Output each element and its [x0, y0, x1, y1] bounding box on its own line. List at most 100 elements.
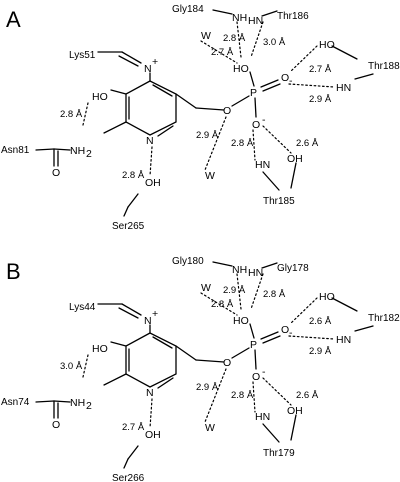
atom-oh: OH	[287, 153, 303, 165]
imine-double-bond	[118, 307, 139, 319]
atom-nh2-sub: 2	[86, 148, 92, 160]
hbond-w-bottom	[204, 368, 227, 423]
hbond-hn-right	[288, 335, 335, 340]
thr-right-chain	[354, 325, 374, 332]
gly-chain	[212, 261, 233, 267]
thr-right-chain	[354, 73, 374, 80]
panel-b: B	[1, 256, 400, 482]
phosphate-linker	[175, 345, 197, 361]
thr-bottom-chain	[262, 423, 280, 443]
charge-minus: -	[289, 327, 293, 339]
asn-chain	[35, 148, 55, 151]
distance-asn: 3.0 Å	[60, 361, 83, 372]
ring-double-bond	[157, 125, 174, 137]
phosphate-linker	[195, 359, 225, 363]
hbond-w-top	[200, 40, 238, 64]
distance-thr-bottom-oh: 2.6 Å	[296, 138, 319, 149]
atom-o: O	[223, 105, 231, 117]
hbond-ser	[149, 146, 153, 177]
asn-chain	[35, 400, 55, 403]
residue-lys: Lys44	[69, 302, 96, 313]
distance-nh-top: 2.8 Å	[223, 33, 246, 44]
atom-hn: HN	[248, 267, 263, 279]
atom-o: O	[52, 419, 60, 431]
distance-hn-right: 2.9 Å	[309, 346, 332, 357]
hbond-thr185-hn	[252, 381, 256, 413]
hydroxyl-bond	[110, 341, 127, 347]
atom-n-plus: N	[144, 63, 152, 75]
phosphate-double-bond	[260, 79, 279, 88]
atom-ho: HO	[233, 315, 249, 327]
atom-hn: HN	[336, 334, 351, 346]
phosphate-double-bond	[262, 335, 281, 344]
distance-thr-top: 2.8 Å	[263, 289, 286, 300]
atom-hn: HN	[255, 411, 270, 423]
distance-ser: 2.7 Å	[122, 422, 145, 433]
distance-ho-right: 2.6 Å	[309, 316, 332, 327]
phosphate-bond	[254, 97, 257, 118]
residue-lys: Lys51	[69, 50, 96, 61]
phosphate-linker	[231, 95, 250, 107]
hbond-asn	[82, 102, 89, 126]
atom-ho: HO	[92, 91, 108, 103]
distance-hn-right: 2.9 Å	[309, 94, 332, 105]
atom-ho: HO	[319, 291, 335, 303]
residue-thr-right: Thr182	[368, 313, 400, 324]
atom-o: O	[223, 357, 231, 369]
residue-gly: Gly180	[172, 256, 204, 267]
ser-chain	[123, 458, 129, 469]
charge-plus: +	[152, 56, 158, 68]
distance-w-top: 2.8 Å	[211, 299, 234, 310]
hbond-ser	[149, 398, 153, 429]
ring-double-bond	[152, 84, 173, 97]
atom-oh: OH	[145, 429, 161, 441]
thr-top-chain	[261, 10, 278, 17]
hbond-thr-top	[250, 21, 264, 58]
distance-asn: 2.8 Å	[60, 109, 83, 120]
atom-o: O	[281, 324, 289, 336]
residue-thr-top: Gly178	[277, 263, 309, 274]
thr-top-chain	[261, 262, 278, 269]
distance-thr-top: 3.0 Å	[263, 37, 286, 48]
ser-chain	[127, 193, 139, 208]
atom-p: P	[250, 87, 257, 99]
hbond-thr185-oh	[262, 125, 292, 154]
ser-chain	[127, 445, 139, 460]
atom-n: N	[146, 135, 154, 147]
residue-thr-bottom: Thr185	[263, 196, 295, 207]
charge-minus: -	[262, 114, 266, 126]
ring-double-bond	[157, 377, 174, 389]
pyridine-ring	[125, 332, 177, 388]
atom-hn: HN	[248, 15, 263, 27]
atom-nh: NH	[232, 12, 247, 24]
distance-nh-top: 2.9 Å	[223, 285, 246, 296]
phosphate-bond	[249, 323, 255, 339]
gly-chain	[212, 9, 233, 15]
hbond-w-top	[200, 292, 238, 316]
ring-double-bond	[152, 336, 173, 349]
distance-ho-right: 2.7 Å	[309, 64, 332, 75]
atom-p: P	[250, 339, 257, 351]
hbond-thr-top	[250, 273, 264, 310]
atom-ho: HO	[233, 63, 249, 75]
atom-nh2-sub: 2	[86, 400, 92, 412]
atom-o: O	[281, 72, 289, 84]
distance-w-bottom: 2.9 Å	[196, 130, 219, 141]
atom-o: O	[252, 119, 260, 131]
methyl-bond	[103, 373, 127, 386]
residue-asn: Asn74	[1, 397, 30, 408]
pyridine-ring	[125, 80, 177, 136]
phosphate-linker	[175, 93, 197, 109]
imine-double-bond	[118, 55, 139, 67]
phosphate-linker	[231, 347, 250, 359]
residue-thr-bottom: Thr179	[263, 448, 295, 459]
hbond-nh-top	[236, 273, 242, 310]
residue-ser: Ser265	[112, 221, 145, 232]
hbond-thr185-oh	[262, 377, 292, 406]
hbond-thr185-hn	[252, 129, 256, 161]
atom-w: W	[201, 30, 211, 42]
panel-letter: A	[6, 7, 21, 32]
panel-a: A	[1, 4, 400, 232]
thr-bottom-chain	[290, 414, 297, 441]
thr-bottom-chain	[290, 162, 297, 189]
